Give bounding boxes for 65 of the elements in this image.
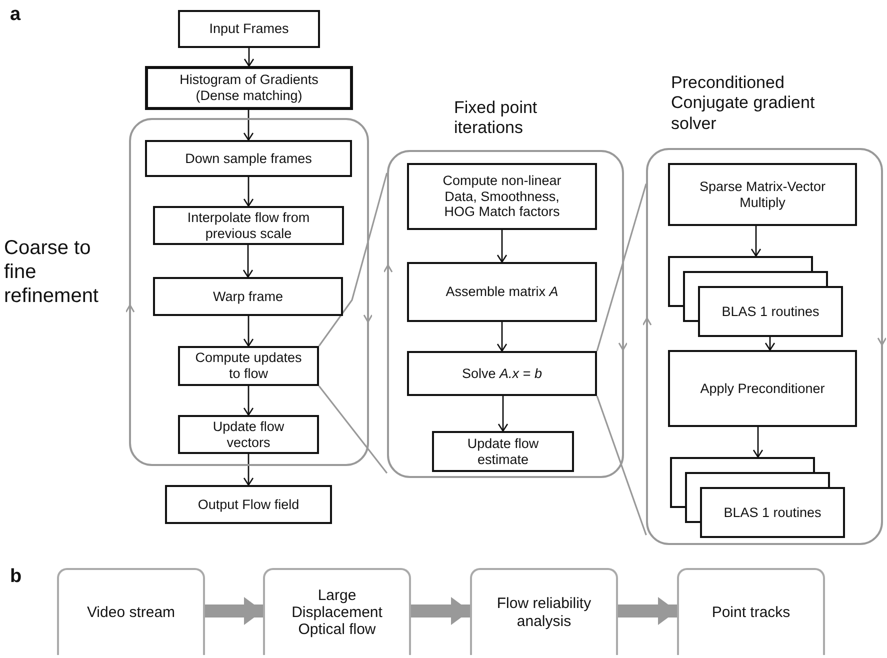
arrow: [244, 48, 254, 67]
box-label: Flow reliability analysis: [496, 595, 592, 630]
box-label: Large Displacement Optical flow: [290, 586, 384, 638]
block-arrow: [205, 597, 263, 625]
box-label: BLAS 1 routines: [724, 504, 822, 520]
box-label: Histogram of Gradients (Dense matching): [178, 72, 320, 104]
process-box: [145, 140, 352, 177]
panel-label: a: [10, 4, 21, 26]
box-label: Update flow vectors: [212, 418, 286, 450]
process-box: [153, 277, 343, 316]
arrow: [243, 386, 254, 416]
stacked-boxes: [668, 256, 843, 337]
zoom-line: [318, 386, 388, 474]
group-title: Fixed point iterations: [454, 98, 538, 139]
box-label: Output Flow field: [198, 496, 300, 512]
box-label: Down sample frames: [185, 150, 312, 166]
box-label: Solve A.x = b: [462, 366, 542, 382]
process-box: [178, 10, 320, 48]
rounded-box: [470, 568, 618, 655]
box-label: Compute updates to flow: [194, 350, 303, 382]
panel-label: b: [10, 566, 22, 588]
arrow: [496, 322, 508, 352]
box-label: Warp frame: [212, 288, 283, 304]
zoom-line: [596, 396, 647, 536]
zoom-line: [318, 172, 388, 346]
process-box: [407, 262, 597, 322]
box-label: Video stream: [86, 604, 176, 622]
rounded-box: [677, 568, 825, 655]
group-title: Preconditioned Conjugate gradient solver: [671, 73, 816, 134]
box-label: Assemble matrix A: [446, 284, 558, 300]
process-box: [178, 415, 319, 454]
arrow: [752, 427, 764, 458]
group-title: Coarse to fine refinement: [4, 236, 100, 308]
process-box: [668, 350, 857, 427]
rounded-box: [263, 568, 411, 655]
block-arrow: [411, 597, 470, 625]
block-arrow: [618, 597, 677, 625]
rounded-box: [57, 568, 205, 655]
arrow: [764, 337, 776, 351]
box-label: Apply Preconditioner: [700, 380, 825, 396]
arrow: [498, 396, 508, 432]
arrow: [243, 177, 254, 207]
box-label: Interpolate flow from previous scale: [186, 210, 311, 242]
box-label: Compute non-linear Data, Smoothness, HOG Match factors: [442, 173, 562, 220]
process-box: [407, 163, 597, 230]
arrow: [496, 230, 508, 263]
process-box: [165, 485, 332, 524]
arrow: [750, 226, 762, 257]
stacked-boxes: [670, 457, 845, 537]
box-label: Input Frames: [209, 21, 289, 37]
box-label: Update flow estimate: [466, 436, 540, 468]
process-box: [178, 346, 319, 386]
arrow: [243, 110, 254, 141]
process-box: [668, 163, 857, 226]
process-box: [432, 431, 574, 472]
process-box: [145, 66, 353, 110]
arrow: [243, 454, 254, 486]
arrow: [242, 245, 254, 278]
box-label: Sparse Matrix-Vector Multiply: [698, 178, 827, 210]
process-box: [153, 206, 344, 245]
zoom-line: [596, 184, 647, 352]
arrow: [243, 316, 254, 347]
box-label: BLAS 1 routines: [722, 304, 820, 320]
box-label: Point tracks: [712, 604, 790, 622]
process-box: [407, 351, 597, 396]
